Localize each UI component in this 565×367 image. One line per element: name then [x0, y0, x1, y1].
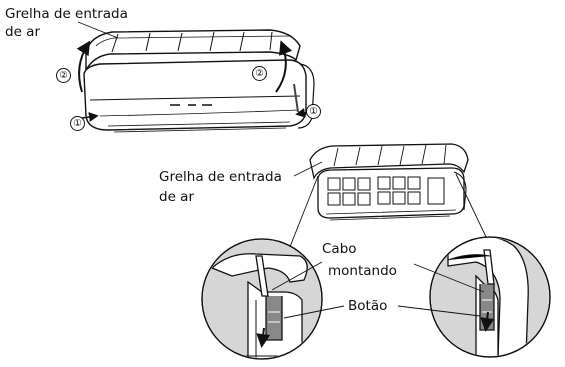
- middle-ac-unit: [283, 143, 499, 263]
- step-2-marker-right: ②: [252, 66, 267, 81]
- button-label: Botão: [348, 298, 388, 314]
- lift-arrow-right: [275, 40, 293, 93]
- filter-grid: [327, 176, 445, 206]
- grille-label-middle-line2: de ar: [159, 189, 194, 205]
- step-1-marker-right: ①: [306, 104, 321, 119]
- top-unit-body: [83, 59, 307, 131]
- lift-arrow-left: [76, 40, 91, 93]
- button-leader-right: [397, 305, 481, 317]
- middle-grille-panel: [309, 143, 469, 180]
- cable-leader-left: [271, 261, 323, 291]
- cable-label-line2: montando: [328, 263, 397, 279]
- grille-label-top-line2: de ar: [5, 24, 40, 40]
- grille-label-top-line1: Grelha de entrada: [5, 6, 128, 22]
- right-zoom-detail: [429, 236, 551, 358]
- top-ac-unit: [76, 21, 315, 133]
- cable-label-line1: Cabo: [322, 241, 357, 257]
- step-2-marker-left: ②: [56, 68, 71, 83]
- left-zoom-detail: [201, 238, 323, 360]
- top-grille-panel: [85, 29, 301, 73]
- grille-label-middle-line1: Grelha de entrada: [159, 169, 282, 185]
- step-1-marker-left: ①: [70, 116, 85, 131]
- top-grille-leader: [77, 21, 119, 39]
- cable-leader-right: [413, 263, 485, 293]
- button-leader-left: [283, 305, 345, 319]
- middle-grille-leader: [293, 161, 323, 177]
